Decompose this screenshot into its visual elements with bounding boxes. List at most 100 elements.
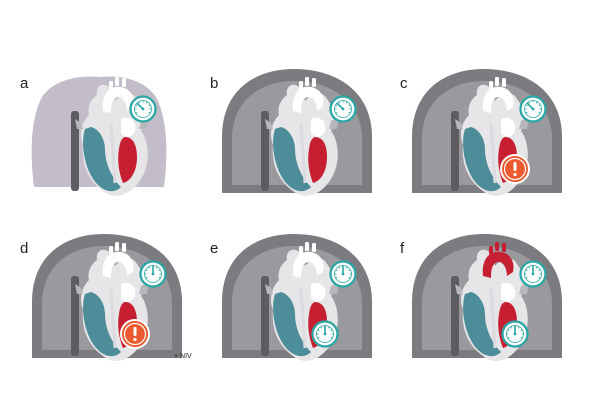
gauge-hub: [341, 272, 345, 276]
pressure-gauge-icon: [519, 95, 547, 123]
gauge-tick: [517, 326, 520, 329]
right-heart: [273, 292, 311, 357]
gauge-tick: [135, 111, 138, 114]
gauge-tick: [520, 336, 523, 339]
gauge-tick: [335, 276, 338, 279]
gauge-tick: [148, 266, 151, 269]
gauge-tick: [535, 101, 538, 104]
panel-c: c: [400, 65, 590, 225]
panel-label: f: [400, 240, 405, 257]
aortic-branch: [115, 77, 119, 86]
gauge-hub: [531, 107, 535, 111]
panel-label: c: [400, 75, 408, 92]
niv-note: + NIV: [174, 353, 192, 360]
gauge-tick: [330, 329, 333, 332]
vena-cava: [71, 276, 79, 356]
septum: [489, 122, 497, 184]
gauge-tick: [317, 336, 320, 339]
aortic-branch: [109, 81, 113, 90]
left-atrium: [121, 282, 136, 302]
aortic-branch: [502, 243, 506, 252]
panel-a: a: [20, 65, 210, 225]
gauge-tick: [158, 276, 161, 279]
gauge-tick: [145, 101, 148, 104]
left-heart: [118, 137, 137, 183]
vena-cava: [451, 111, 459, 191]
vena-cava: [261, 111, 269, 191]
aortic-branch: [305, 77, 309, 86]
gauge-tick: [338, 266, 341, 269]
panel-d: d + NIV: [20, 230, 210, 390]
aortic-arch: [482, 86, 514, 113]
warning-bar: [513, 162, 517, 171]
gauge-hub: [323, 332, 327, 336]
panel-illustration: [32, 234, 182, 361]
panel-b: b: [210, 65, 400, 225]
right-heart: [463, 292, 501, 357]
gauge-hub: [141, 107, 145, 111]
left-atrium: [121, 117, 136, 137]
warning-icon: [500, 154, 530, 184]
gauge-tick: [538, 111, 541, 114]
septum: [299, 122, 307, 184]
gauge-tick: [145, 276, 148, 279]
septum: [109, 122, 117, 184]
gauge-hub: [531, 272, 535, 276]
right-heart: [83, 292, 121, 357]
aortic-branch: [312, 243, 316, 252]
gauge-tick: [525, 111, 528, 114]
panel-label: d: [20, 240, 29, 257]
gauge-tick: [145, 269, 148, 272]
gauge-hub: [513, 332, 517, 336]
gauge-tick: [138, 101, 141, 104]
panel-f: f: [400, 230, 590, 390]
pulmonary-vein: [455, 284, 463, 294]
pulmonary-vein: [265, 284, 273, 294]
panel-illustration: [222, 69, 372, 196]
gauge-tick: [335, 269, 338, 272]
pressure-gauge-icon: [519, 260, 547, 288]
left-atrium: [501, 117, 516, 137]
gauge-tick: [528, 266, 531, 269]
gauge-tick: [538, 104, 541, 107]
pulmonary-vein: [455, 119, 463, 129]
aortic-branch: [312, 78, 316, 87]
gauge-tick: [335, 104, 338, 107]
pulmonary-vein: [75, 119, 83, 129]
panel-illustration: [412, 234, 562, 361]
aortic-arch: [292, 251, 324, 278]
aortic-arch: [102, 86, 134, 113]
septum: [109, 287, 117, 349]
gauge-tick: [538, 269, 541, 272]
gauge-tick: [348, 104, 351, 107]
gauge-tick: [320, 326, 323, 329]
gauge-tick: [158, 269, 161, 272]
left-atrium: [501, 282, 516, 302]
gauge-tick: [348, 276, 351, 279]
gauge-tick: [525, 276, 528, 279]
aortic-arch: [102, 251, 134, 278]
gauge-tick: [148, 111, 151, 114]
pulmonary-vein: [75, 284, 83, 294]
pressure-gauge-icon: [501, 320, 529, 348]
left-atrium: [311, 117, 326, 137]
aortic-branch: [489, 246, 493, 255]
aortic-branch: [299, 246, 303, 255]
panel-illustration: [31, 76, 167, 196]
gauge-hub: [151, 272, 155, 276]
gauge-tick: [327, 326, 330, 329]
pressure-gauge-icon: [129, 95, 157, 123]
left-heart: [308, 137, 327, 183]
aortic-branch: [109, 246, 113, 255]
pressure-gauge-icon: [139, 260, 167, 288]
gauge-tick: [535, 266, 538, 269]
gauge-tick: [317, 329, 320, 332]
gauge-tick: [528, 101, 531, 104]
right-heart: [83, 127, 121, 192]
gauge-tick: [135, 104, 138, 107]
aortic-arch: [292, 86, 324, 113]
panel-illustration: [222, 234, 372, 361]
warning-dot: [513, 172, 517, 177]
aortic-branch: [299, 81, 303, 90]
septum: [299, 287, 307, 349]
